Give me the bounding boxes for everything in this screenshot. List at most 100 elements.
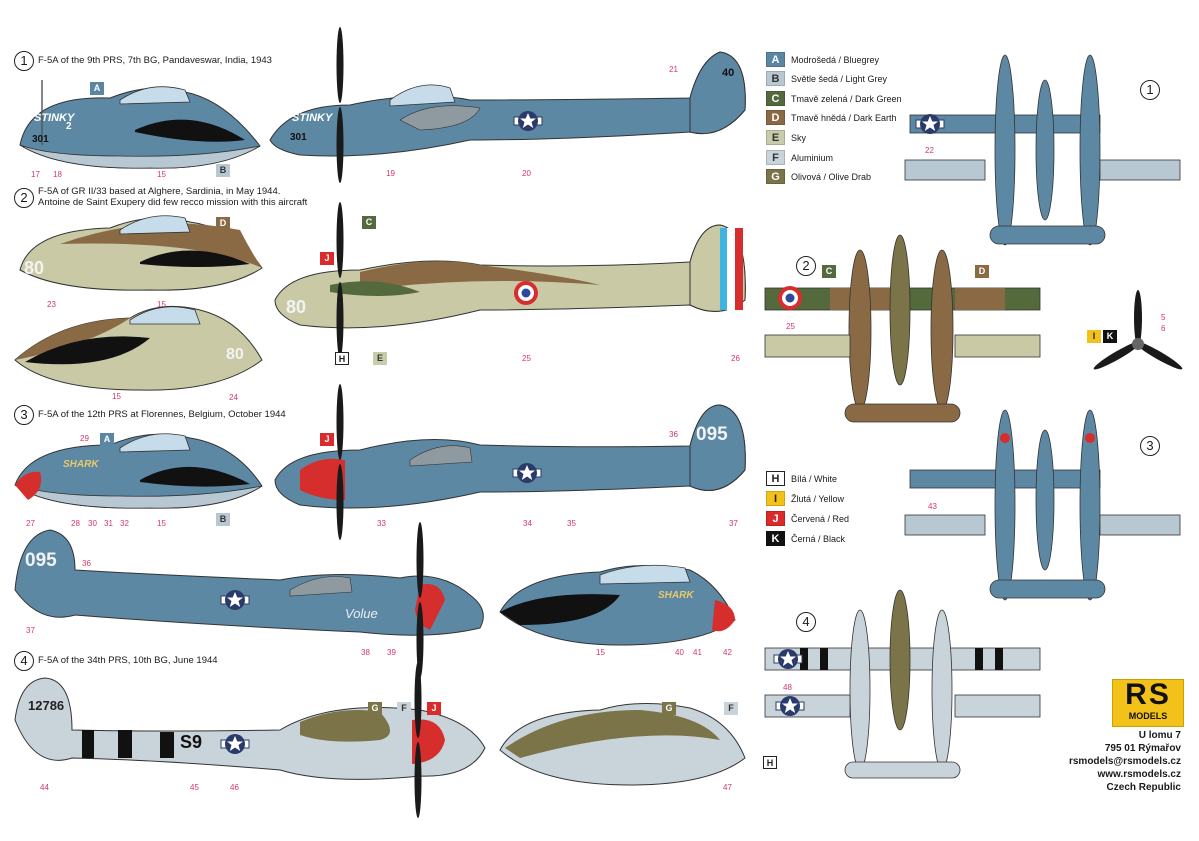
tag-j-v3: J bbox=[320, 433, 334, 446]
propeller-detail bbox=[1093, 290, 1183, 370]
marking-80-side: 80 bbox=[286, 297, 307, 317]
ref-20: 20 bbox=[522, 169, 531, 178]
variant-title-1: F-5A of the 9th PRS, 7th BG, Pandaveswar… bbox=[38, 55, 272, 66]
ref-24: 24 bbox=[229, 393, 238, 402]
marking-80-nose: 80 bbox=[24, 258, 45, 278]
legend-label-b: Světle šedá / Light Grey bbox=[791, 73, 888, 84]
legend-swatch-j: J bbox=[766, 511, 785, 526]
ref-23: 23 bbox=[47, 300, 56, 309]
ref-6: 6 bbox=[1161, 324, 1166, 333]
variant-title-4: F-5A of the 34th PRS, 10th BG, June 1944 bbox=[38, 655, 218, 666]
ref-37: 37 bbox=[729, 519, 738, 528]
legend-label-f: Aluminium bbox=[791, 152, 834, 163]
legend-label-j: Červená / Red bbox=[791, 513, 850, 524]
ref-47: 47 bbox=[723, 783, 732, 792]
tag-b-v3: B bbox=[216, 513, 230, 526]
marking-stinky-2: 2 bbox=[66, 121, 72, 132]
ref-36: 36 bbox=[669, 430, 678, 439]
ref-18: 18 bbox=[53, 170, 62, 179]
tag-f-v4: F bbox=[397, 702, 411, 715]
legend-swatch-d: D bbox=[766, 110, 785, 125]
tag-j-v2: J bbox=[320, 252, 334, 265]
tag-d-v2: D bbox=[216, 217, 230, 230]
address-city: 795 01 Rýmařov bbox=[1104, 743, 1181, 754]
variant3-side-right bbox=[14, 522, 484, 678]
ref-31: 31 bbox=[104, 519, 113, 528]
logo-rs: RS bbox=[1125, 678, 1171, 711]
ref-25: 25 bbox=[522, 354, 531, 363]
address-street: U lomu 7 bbox=[1138, 730, 1181, 741]
variant3-nose-left bbox=[14, 433, 263, 509]
variant-number-3: 3 bbox=[14, 405, 34, 425]
legend-label-a: Modrošedá / Bluegrey bbox=[791, 54, 880, 65]
marking-stinky: STINKY bbox=[34, 112, 75, 124]
variant4-plan bbox=[764, 589, 1041, 779]
logo-models: MODELS bbox=[1128, 711, 1168, 721]
ref-28: 28 bbox=[71, 519, 80, 528]
marking-shark-left: SHARK bbox=[63, 459, 99, 470]
ref-39: 39 bbox=[387, 648, 396, 657]
legend-swatch-b: B bbox=[766, 71, 785, 86]
ref-36-b: 36 bbox=[82, 559, 91, 568]
legend-label-e: Sky bbox=[791, 132, 807, 143]
legend-swatch-a: A bbox=[766, 52, 785, 67]
legend-row-f: F Aluminium bbox=[766, 150, 833, 165]
legend-label-i: Žlutá / Yellow bbox=[791, 493, 845, 504]
tag-h-v2: H bbox=[335, 352, 349, 365]
ref-15-b: 15 bbox=[157, 300, 166, 309]
legend-label-h: Bílá / White bbox=[791, 473, 838, 484]
ref-42: 42 bbox=[723, 648, 732, 657]
legend-row-e: E Sky bbox=[766, 130, 806, 145]
tag-h-v4b: H bbox=[763, 756, 777, 769]
tag-g-v4: G bbox=[368, 702, 382, 715]
marking-stinky-side: STINKY bbox=[292, 112, 333, 124]
ref-5: 5 bbox=[1161, 313, 1166, 322]
ref-15-d: 15 bbox=[157, 519, 166, 528]
legend-row-b: B Světle šedá / Light Grey bbox=[766, 71, 887, 86]
address-country: Czech Republic bbox=[1106, 782, 1181, 793]
ref-21: 21 bbox=[669, 65, 678, 74]
marking-095-tail-right: 095 bbox=[25, 550, 57, 571]
variant2-nose-lower bbox=[14, 305, 263, 391]
tag-f-v4b: F bbox=[724, 702, 738, 715]
legend-row-c: C Tmavě zelená / Dark Green bbox=[766, 91, 902, 106]
legend-row-i: I Žlutá / Yellow bbox=[766, 491, 844, 506]
ref-26: 26 bbox=[731, 354, 740, 363]
marking-shark-right: SHARK bbox=[658, 590, 694, 601]
ref-19: 19 bbox=[386, 169, 395, 178]
tag-a-v1: A bbox=[90, 82, 104, 95]
marking-301-side: 301 bbox=[290, 132, 307, 143]
ref-43: 43 bbox=[928, 502, 937, 511]
legend-row-j: J Červená / Red bbox=[766, 511, 849, 526]
marking-s9: S9 bbox=[180, 732, 203, 752]
ref-40: 40 bbox=[675, 648, 684, 657]
variant2-plan bbox=[764, 234, 1041, 423]
variant2-side bbox=[274, 202, 746, 358]
address-email: rsmodels@rsmodels.cz bbox=[1068, 756, 1181, 767]
ref-34: 34 bbox=[523, 519, 532, 528]
legend-label-d: Tmavě hnědá / Dark Earth bbox=[791, 112, 897, 123]
tag-i-prop: I bbox=[1087, 330, 1101, 343]
ref-27: 27 bbox=[26, 519, 35, 528]
tag-e-v2: E bbox=[373, 352, 387, 365]
ref-15-a: 15 bbox=[157, 170, 166, 179]
marking-volue: Volue bbox=[345, 606, 378, 621]
rs-models-logo: RS MODELS bbox=[1112, 679, 1184, 727]
variant-title-3: F-5A of the 12th PRS at Florennes, Belgi… bbox=[38, 409, 286, 420]
legend-label-c: Tmavě zelená / Dark Green bbox=[791, 93, 902, 104]
marking-301-left: 301 bbox=[32, 134, 49, 145]
legend-label-g: Olivová / Olive Drab bbox=[791, 171, 872, 182]
variant-number-4: 4 bbox=[14, 651, 34, 671]
variant1-side bbox=[269, 27, 746, 183]
tag-c-plan2: C bbox=[822, 265, 836, 278]
marking-tail-40: 40 bbox=[722, 67, 735, 79]
tag-j-v4: J bbox=[427, 702, 441, 715]
tag-a-v3: A bbox=[100, 433, 114, 446]
ref-33: 33 bbox=[377, 519, 386, 528]
marking-095-tail: 095 bbox=[696, 424, 728, 445]
legend-row-a: A Modrošedá / Bluegrey bbox=[766, 52, 879, 67]
tag-b-v1: B bbox=[216, 164, 230, 177]
tag-c-v2: C bbox=[362, 216, 376, 229]
ref-32: 32 bbox=[120, 519, 129, 528]
ref-44: 44 bbox=[40, 783, 49, 792]
